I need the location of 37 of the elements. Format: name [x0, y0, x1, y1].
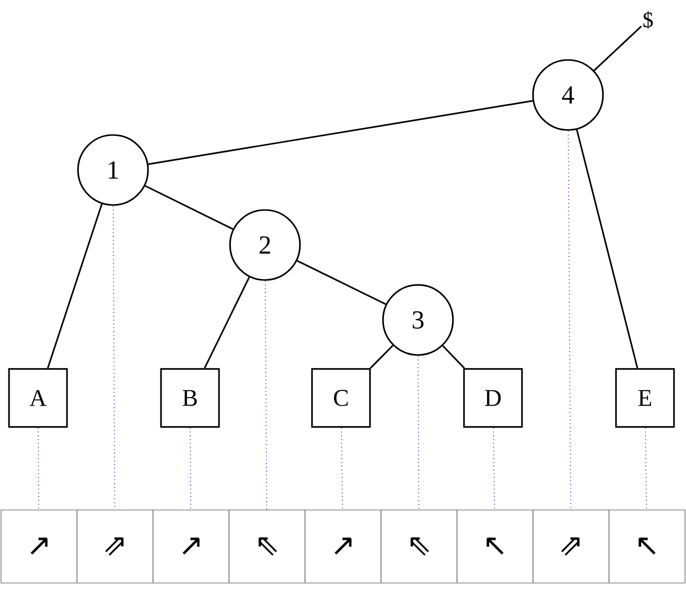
- dotted-line: [493, 427, 495, 510]
- tree-edge: [576, 129, 638, 368]
- arrow-cell: ↗: [0, 510, 78, 584]
- tree-edge: [47, 204, 103, 368]
- dotted-line: [645, 427, 647, 510]
- root-label: $: [643, 11, 653, 29]
- tree-edge: [442, 345, 465, 369]
- dotted-line: [418, 355, 420, 510]
- dotted-line: [190, 427, 192, 510]
- arrow-cell: ↗: [304, 510, 382, 584]
- dotted-line: [341, 427, 343, 510]
- square-node: A: [8, 368, 68, 428]
- square-node: B: [160, 368, 220, 428]
- square-node: C: [311, 368, 371, 428]
- dotted-line: [112, 205, 116, 510]
- tree-edge: [144, 185, 234, 230]
- tree-edge: [370, 344, 394, 369]
- arrow-cell: ⇖: [380, 510, 458, 584]
- dotted-line: [264, 280, 268, 510]
- dotted-line: [568, 130, 572, 510]
- circle-node: 2: [229, 209, 301, 281]
- circle-node: 4: [532, 59, 604, 131]
- circle-node: 1: [77, 134, 149, 206]
- arrow-cell: ↖: [608, 510, 686, 584]
- arrow-cell: ↗: [152, 510, 230, 584]
- tree-edge: [594, 26, 642, 72]
- square-node: E: [615, 368, 675, 428]
- arrow-cell: ⇖: [228, 510, 306, 584]
- tree-edge: [204, 276, 250, 369]
- arrow-cell: ↖: [456, 510, 534, 584]
- dotted-line: [38, 427, 40, 510]
- arrow-cell: ⇗: [532, 510, 610, 584]
- arrow-cell: ⇗: [76, 510, 154, 584]
- tree-edge: [148, 100, 533, 165]
- circle-node: 3: [382, 284, 454, 356]
- tree-edge: [296, 260, 386, 305]
- square-node: D: [463, 368, 523, 428]
